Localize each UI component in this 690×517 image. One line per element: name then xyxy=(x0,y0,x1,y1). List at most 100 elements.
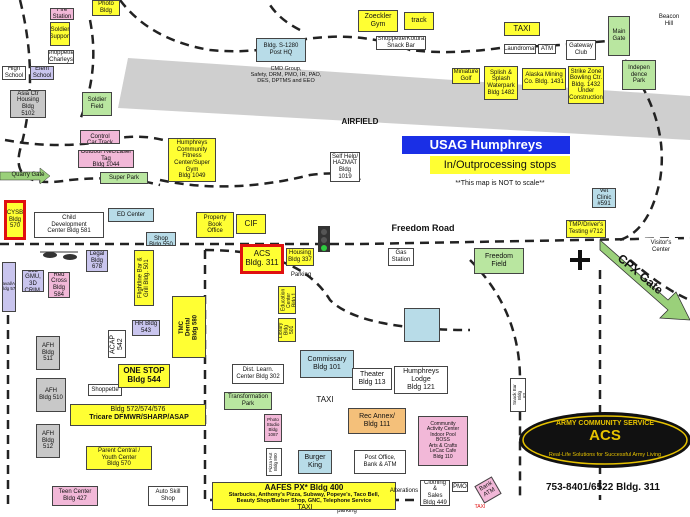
acap: ACAP 542 xyxy=(108,330,126,358)
elem-school: Elem School xyxy=(30,66,54,80)
alaska-mining: Alaska Mining Co. Bldg. 1431 xyxy=(522,68,566,90)
photo-studio: Photo Studio Bldg 1087 xyxy=(264,414,282,442)
shoppette-charleys: Shoppette/ Charleys xyxy=(48,50,74,64)
acs-bldg-311: ACS Bldg. 311 xyxy=(240,244,284,274)
parent-central: Parent Central / Youth Center Bldg 570 xyxy=(86,446,152,470)
high-school: High School xyxy=(2,66,26,80)
outdoor-rec: Outdoor Rec/Laser Tag Bldg 1044 xyxy=(78,150,134,168)
gas-station: Gas Station xyxy=(388,248,414,266)
tmp-drivers: TMP/Driver's Testing #712 xyxy=(566,220,606,238)
burger-king: Burger King xyxy=(298,450,332,474)
airfield-label: AIRFIELD xyxy=(341,117,379,126)
humphreys-lodge: Humphreys Lodge Bldg 121 xyxy=(394,366,448,394)
quarry-gate-arrow xyxy=(0,167,51,185)
cif: CIF xyxy=(236,214,266,234)
shoppette: Shoppette xyxy=(88,384,122,396)
da-photo: DA Photo Bldg 2106 xyxy=(92,0,120,16)
ev-education: E/V Education Center Bldg 1 xyxy=(278,286,296,314)
vet-clinic: Vet Clinic #591 xyxy=(592,188,616,208)
dist-learn: Dist. Learn. Center Bldg 302 xyxy=(232,364,284,384)
alterations: Alterations xyxy=(389,488,419,494)
library: Library Bldg 501 xyxy=(278,318,296,342)
one-stop: ONE STOP Bldg 544 xyxy=(118,364,170,388)
legal: Legal Bldg 678 xyxy=(86,250,108,272)
cysb: CYSB Bldg 570 xyxy=(4,200,26,240)
taxi-top: TAXI xyxy=(504,22,540,36)
aafes-list: Starbucks, Anthony's Pizza, Subway, Pope… xyxy=(228,492,380,505)
aafes-px: AAFES PX* Bldg 400 xyxy=(212,482,396,510)
humphreys-lodge-block xyxy=(404,308,440,342)
splish-splash: Splish & Splash Waterpark Bldg 1482 xyxy=(484,66,518,100)
atm-top: ATM xyxy=(538,44,556,54)
independence-park: Indepen dence Park xyxy=(622,60,656,90)
hr-bldg: HR Bldg 543 xyxy=(132,320,160,336)
parking-label: Parking xyxy=(290,272,312,278)
remote-control-track: Remote Control Car Track xyxy=(80,130,120,144)
acs-logo-top: ARMY COMMUNITY SERVICE xyxy=(555,420,654,427)
red-cross: Red Cross Bldg 584 xyxy=(48,272,70,298)
commissary: Commissary Bldg 101 xyxy=(300,350,354,378)
parking-label-bottom: parking xyxy=(337,508,357,514)
disclaimer: **This map is NOT to scale** xyxy=(455,180,545,187)
fire-station: Fire Station xyxy=(50,8,74,20)
visitors-center: Visitor's Center xyxy=(644,238,678,256)
housing-337: Housing Bldg 337 xyxy=(286,248,314,266)
tricare: Tricare DFMWR/SHARP/ASAP xyxy=(89,414,189,421)
afh-510: AFH Bldg 510 xyxy=(36,378,66,412)
child-dev-center: Child Development Center Bldg 581 xyxy=(34,212,104,238)
post-office: Post Office, Bank & ATM xyxy=(354,450,406,474)
strike-zone: Strike Zone Bowling Ctr. Bldg. 1432 Unde… xyxy=(568,66,604,104)
super-park: Super Park xyxy=(100,172,148,184)
cmd-group: CMD Group, Safety, DRM, PMO, IR, PAO, DE… xyxy=(250,66,322,85)
taxi-bottom: TAXI xyxy=(297,504,313,511)
teen-center: Teen Center Bldg 427 xyxy=(52,486,98,506)
k16-naval: K16/Naval/Aviation Bldg 571 xyxy=(2,262,16,312)
pizza-hut: Pizza Hut Bldg 800 xyxy=(266,448,282,476)
cross-marker-icon xyxy=(570,250,590,270)
acs-logo-middle: ACS xyxy=(589,427,621,444)
rec-annex: Rec Annex/ Bldg 111 xyxy=(348,408,406,434)
taxi-red: TAXI xyxy=(474,504,486,510)
miniature-golf: Miniature Golf xyxy=(452,68,480,84)
shoppette-kotura: Shoppette/Kotura Snack Bar xyxy=(376,36,426,50)
quarry-gate-label: Quarry Gate xyxy=(11,171,45,178)
ed-center: ED Center xyxy=(108,208,154,222)
tmc-dental: TMC Dental Bldg 580 xyxy=(172,296,206,358)
page-subtitle: In/Outprocessing stops xyxy=(430,156,570,174)
soldier-support: Soldier Support xyxy=(50,22,70,46)
bldg-572: Bldg 572/574/576 xyxy=(70,404,206,426)
helicopter-icon xyxy=(40,251,78,260)
afh-512: AFH Bldg 512 xyxy=(36,424,60,458)
self-help: Self Help/ HAZMAT Bldg 1019 xyxy=(330,152,360,182)
airfield-runway xyxy=(118,58,690,140)
main-gate: Main Gate xyxy=(608,16,630,56)
theater: Theater Bldg 113 xyxy=(352,368,392,390)
property-book: Property Book Office xyxy=(196,212,234,238)
acs-logo-bottom: Real-Life Solutions for Successful Army … xyxy=(548,452,662,458)
transformation-park: Transformation Park xyxy=(224,392,272,410)
humphreys-fitness: Humphreys Community Fitness Center/Super… xyxy=(168,138,216,182)
freedom-field: Freedom Field xyxy=(474,248,524,274)
freedom-road-label: Freedom Road xyxy=(391,223,455,233)
clothing-sales: Clothing & Sales Bldg 449 xyxy=(420,480,450,506)
beacon-hill: Beacon Hill xyxy=(658,14,680,27)
laundromat: Laundromat xyxy=(504,44,536,54)
taxi-middle: TAXI xyxy=(316,395,334,404)
phone-number: 753-8401/6522 Bldg. 311 xyxy=(546,482,660,493)
auto-skill: Auto Skill Shop xyxy=(148,486,188,506)
asia-housing: Asia Ctr Housing Bldg 5102 xyxy=(10,90,46,118)
gateway-club: Gateway Club xyxy=(566,40,596,60)
soldier-field: Soldier Field xyxy=(82,92,112,116)
acs-logo-oval xyxy=(519,412,690,468)
kimchi-snack: Kimchi Snack Bar Bldg #3 xyxy=(510,378,526,412)
thrift-shop: Thrift Shop Bldg 550 xyxy=(146,232,176,246)
zoeckler-gym: Zoeckler Gym xyxy=(358,10,398,32)
afh-511: AFH Bldg 511 xyxy=(36,336,60,370)
page-title: USAG Humphreys xyxy=(402,136,570,154)
flightline-bar: Flightline Bar & Grill Bldg. 501 xyxy=(134,250,154,306)
community-activity: Community Activity Center Indoor Pool BO… xyxy=(418,416,468,466)
cpx-gate-arrow xyxy=(599,239,690,321)
pmo: PMO xyxy=(452,482,468,492)
bldg-585: Bldg 585 GMU, 3D CRIM, DF xyxy=(22,270,44,292)
